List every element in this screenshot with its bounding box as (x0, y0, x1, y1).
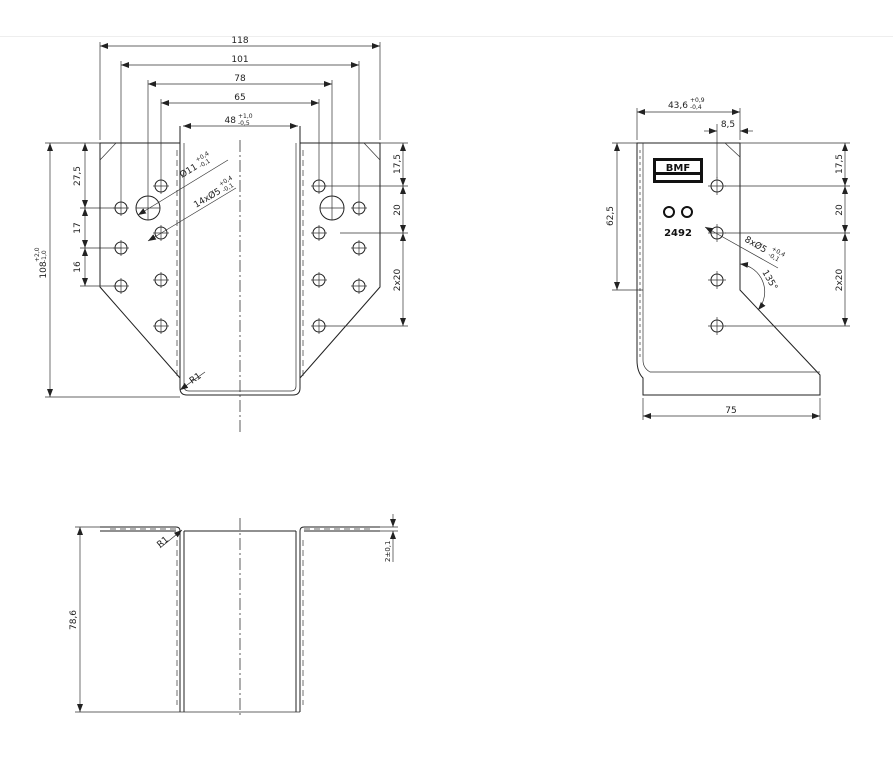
dim-27-5: 27,5 (73, 166, 83, 186)
holes-left (114, 179, 168, 333)
hole-small-label: 14xØ5 (192, 186, 223, 211)
dim-65: 65 (234, 93, 245, 103)
dim-108-tol-down: -1,0 (41, 250, 48, 262)
dim-48-tol-down: -0,5 (238, 120, 250, 127)
bottom-view: 78,6 2±0,1 R1 (69, 514, 398, 718)
dim-108-tol-up: +2,0 (34, 247, 41, 262)
dim-17: 17 (73, 222, 83, 233)
dim-17-5: 17,5 (393, 154, 403, 174)
approval-stamp: 2492 (663, 206, 693, 239)
right-flange-outline (299, 142, 381, 379)
front-view: 118 101 78 65 48 +1,0 -0,5 108 +2,0 -1,0… (34, 36, 408, 432)
side-dim-17-5: 17,5 (835, 154, 845, 174)
dim-118: 118 (231, 36, 248, 46)
dim-101: 101 (231, 55, 248, 65)
top-bar (0, 0, 893, 37)
holes-right (312, 179, 366, 333)
bottom-outline (100, 526, 380, 712)
dim-48-tol-up: +1,0 (238, 113, 253, 120)
side-view: BMF 2492 43,6 +0,9 -0,4 8,5 62,5 17,5 20… (606, 97, 850, 420)
dim-43-6-tol-down: -0,4 (690, 104, 702, 111)
bottom-radius-label: R1 (156, 535, 172, 550)
dim-43-6: 43,6 (668, 101, 688, 111)
dim-78-6: 78,6 (69, 610, 79, 630)
dim-78: 78 (234, 74, 246, 84)
left-flange-outline (99, 142, 181, 379)
holes-side (708, 177, 726, 335)
dim-75: 75 (725, 406, 736, 416)
dim-16: 16 (73, 261, 83, 273)
svg-text:BMF: BMF (666, 163, 690, 174)
dim-62-5: 62,5 (606, 206, 616, 226)
dim-43-6-tol-up: +0,9 (690, 97, 705, 104)
dim-2x20: 2x20 (393, 268, 403, 291)
side-dim-2x20: 2x20 (835, 268, 845, 291)
side-holes-label: 8xØ5 (743, 234, 769, 255)
thickness-dim: 2±0,1 (384, 541, 392, 562)
dim-108: 108 (39, 261, 49, 278)
radius-label: R1 (188, 371, 204, 386)
stamp-number: 2492 (664, 228, 692, 239)
dim-8-5: 8,5 (721, 120, 735, 130)
dim-48: 48 (225, 116, 237, 126)
dim-20: 20 (393, 204, 403, 216)
side-plate-outline (636, 142, 821, 396)
bmf-logo: BMF (653, 158, 703, 183)
side-dim-20: 20 (835, 204, 845, 216)
hole-large-label: Ø11 (178, 162, 200, 181)
